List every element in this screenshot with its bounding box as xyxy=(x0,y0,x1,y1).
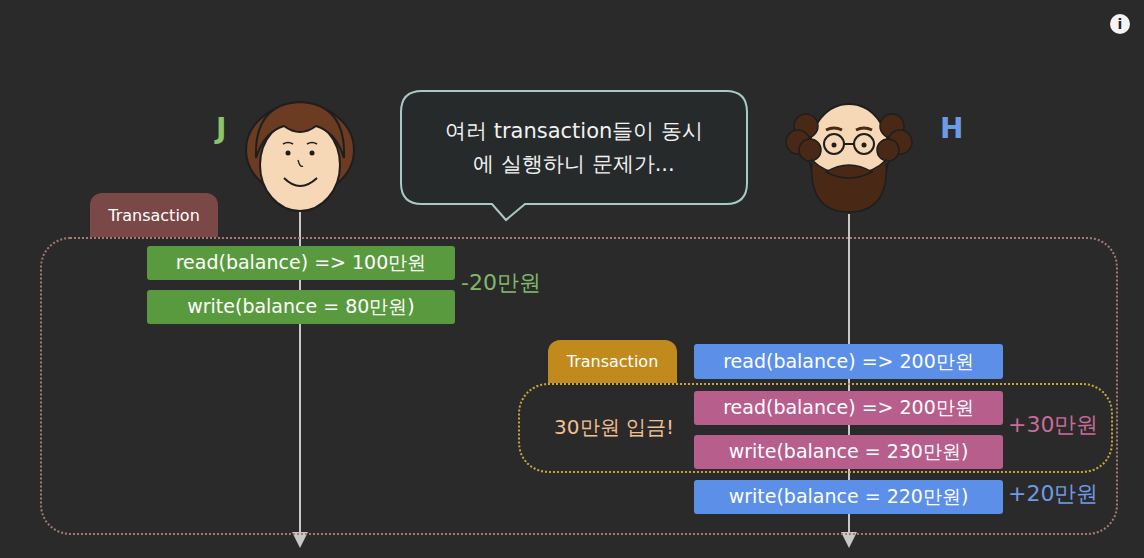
amount-change: -20만원 xyxy=(461,268,541,298)
operation-box: read(balance) => 200만원 xyxy=(694,344,1003,379)
person-h xyxy=(786,104,912,212)
person-j xyxy=(246,102,354,211)
transaction-tab: Transaction xyxy=(548,340,677,383)
speech-bubble-shape xyxy=(401,91,747,220)
speech-bubble: 여러 transaction들이 동시에 실행하니 문제가... xyxy=(400,90,748,205)
operation-text: write(balance = 230만원) xyxy=(729,439,969,465)
operation-text: read(balance) => 100만원 xyxy=(176,250,427,276)
operation-text: write(balance = 80만원) xyxy=(187,294,415,320)
operation-box: read(balance) => 200만원 xyxy=(694,391,1003,425)
operation-box: write(balance = 80만원) xyxy=(147,290,455,324)
operation-text: read(balance) => 200만원 xyxy=(723,349,974,375)
transaction-tab: Transaction xyxy=(90,193,218,237)
operation-box: write(balance = 230만원) xyxy=(694,435,1003,469)
transaction-title: Transaction xyxy=(108,206,200,225)
speech-text-holder: 여러 transaction들이 동시에 실행하니 문제가... xyxy=(400,90,748,205)
region-note: 30만원 입금! xyxy=(554,414,674,441)
info-icon xyxy=(1110,14,1130,34)
person-initial: J xyxy=(216,112,226,145)
region-note-holder: 30만원 입금! xyxy=(534,405,694,449)
person-initial: H xyxy=(940,112,963,145)
operation-box: read(balance) => 100만원 xyxy=(147,246,455,280)
operation-text: write(balance = 220만원) xyxy=(729,484,969,510)
amount-change: +20만원 xyxy=(1008,479,1098,509)
transaction-region: read(balance) => 100만원 write(balance = 80… xyxy=(40,237,1118,535)
info-icon-letter: i xyxy=(1110,14,1130,34)
operation-box: write(balance = 220만원) xyxy=(694,480,1003,514)
amount-change: +30만원 xyxy=(1008,410,1098,440)
operation-text: read(balance) => 200만원 xyxy=(723,395,974,421)
transaction-title: Transaction xyxy=(567,352,659,371)
speech-text: 여러 transaction들이 동시에 실행하니 문제가... xyxy=(443,115,705,180)
